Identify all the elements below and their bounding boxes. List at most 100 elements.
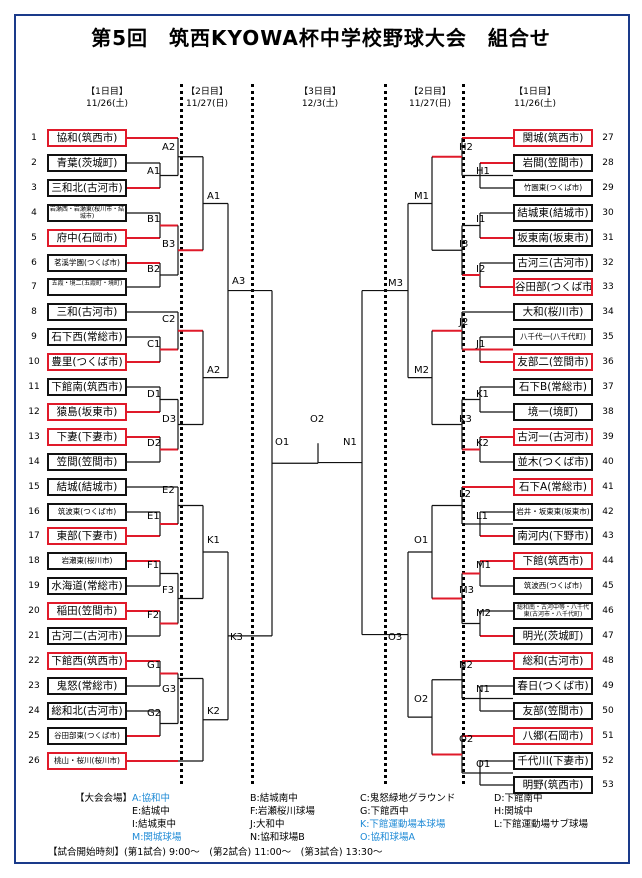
match-label: J2 [459, 317, 469, 328]
team-box: 下館西(筑西市) [47, 652, 127, 670]
seed-number: 14 [28, 457, 40, 467]
round-label: 【1日目】 [86, 87, 128, 97]
venue-entry: E:結城中 [132, 806, 170, 817]
match-label: C1 [147, 339, 161, 350]
match-label: B3 [162, 239, 176, 250]
team-box: 下館(筑西市) [513, 552, 593, 570]
team-box: 青葉(茨城町) [47, 154, 127, 172]
match-label: K1 [476, 389, 489, 400]
team-box: 稲田(笠間市) [47, 602, 127, 620]
seed-number: 53 [602, 780, 614, 790]
seed-number: 27 [602, 133, 614, 143]
match-label: F2 [147, 610, 160, 621]
team-box: 桃山・桜川(桜川市) [47, 752, 127, 770]
match-label: O1 [476, 759, 491, 770]
match-label: B2 [147, 264, 161, 275]
seed-number: 3 [31, 183, 37, 193]
team-box: 岩瀬東(桜川市) [47, 552, 127, 570]
venue-entry: I:結城東中 [132, 819, 177, 830]
seed-number: 28 [602, 158, 614, 168]
venue-entry: B:結城南中 [250, 793, 298, 804]
venue-entry: O:協和球場A [360, 832, 416, 843]
team-box: 岩間(笠間市) [513, 154, 593, 172]
team-box: 筑波東(つくば市) [47, 503, 127, 521]
match-label: G2 [147, 708, 162, 719]
match-label: I3 [459, 239, 469, 250]
match-label: O3 [388, 632, 403, 643]
round-label: 【2日目】 [186, 87, 228, 97]
team-box: 結城東(結城市) [513, 204, 593, 222]
team-box: 府中(石岡市) [47, 229, 127, 247]
match-label: D2 [147, 438, 162, 449]
match-label: H1 [476, 166, 490, 177]
team-box: 千代川(下妻市) [513, 752, 593, 770]
match-label: H2 [459, 142, 473, 153]
match-label: L1 [476, 511, 488, 522]
match-label: G3 [162, 684, 177, 695]
team-box: 総和南・古河中等・八千代東(古河市・八千代町) [513, 602, 593, 620]
match-label: O1 [275, 437, 290, 448]
round-header-left-day2: 【2日目】 11/27(日) [162, 86, 252, 110]
match-label: I1 [476, 214, 486, 225]
seed-number: 38 [602, 407, 614, 417]
seed-number: 32 [602, 258, 614, 268]
seed-number: 46 [602, 606, 614, 616]
seed-number: 6 [31, 258, 37, 268]
venue-entry: N:協和球場B [250, 832, 305, 843]
match-label: E2 [162, 485, 175, 496]
venue-entry: M:関城球場 [132, 832, 182, 843]
team-box: 猿島(坂東市) [47, 403, 127, 421]
team-box: 総和北(古河市) [47, 702, 127, 720]
round-header-right-day2: 【2日目】 11/27(日) [385, 86, 475, 110]
match-label: G1 [147, 660, 162, 671]
match-label: L2 [459, 489, 471, 500]
seed-number: 12 [28, 407, 40, 417]
team-box: 水海道(常総市) [47, 577, 127, 595]
seed-number: 8 [31, 307, 37, 317]
team-box: 並木(つくば市) [513, 453, 593, 471]
team-box: 協和(筑西市) [47, 129, 127, 147]
team-box: 鬼怒(常総市) [47, 677, 127, 695]
venue-entry: K:下館運動場本球場 [360, 819, 446, 830]
round-date: 11/26(土) [514, 99, 556, 109]
seed-number: 11 [28, 382, 40, 392]
seed-number: 25 [28, 731, 40, 741]
team-box: 結城(結城市) [47, 478, 127, 496]
day-separator [251, 84, 254, 784]
seed-number: 19 [28, 581, 40, 591]
page-title: 第5回 筑西KYOWA杯中学校野球大会 組合せ [91, 26, 551, 50]
match-label: K2 [207, 706, 220, 717]
seed-number: 52 [602, 756, 614, 766]
team-box: 境一(境町) [513, 403, 593, 421]
seed-number: 18 [28, 556, 40, 566]
seed-number: 30 [602, 208, 614, 218]
team-box: 大和(桜川市) [513, 303, 593, 321]
seed-number: 43 [602, 531, 614, 541]
match-label: O1 [414, 535, 429, 546]
match-label: K3 [459, 414, 472, 425]
seed-number: 33 [602, 282, 614, 292]
round-label: 【3日目】 [299, 87, 341, 97]
venue-entry: C:鬼怒緑地グラウンド [360, 793, 456, 804]
seed-number: 26 [28, 756, 40, 766]
match-label: M1 [476, 560, 491, 571]
team-box: 石下西(常総市) [47, 328, 127, 346]
venue-entry: F:岩瀬桜川球場 [250, 806, 315, 817]
team-box: 明光(茨城町) [513, 627, 593, 645]
seed-number: 40 [602, 457, 614, 467]
seed-number: 1 [31, 133, 37, 143]
seed-number: 5 [31, 233, 37, 243]
seed-number: 49 [602, 681, 614, 691]
day-separator [384, 84, 387, 784]
team-box: 古河一(古河市) [513, 428, 593, 446]
seed-number: 34 [602, 307, 614, 317]
match-label: K3 [230, 632, 243, 643]
match-label: A1 [147, 166, 161, 177]
match-label: N2 [459, 660, 473, 671]
venue-entry: J:大和中 [250, 819, 285, 830]
team-box: 明野(筑西市) [513, 776, 593, 794]
team-box: 筑波西(つくば市) [513, 577, 593, 595]
match-label: O2 [459, 734, 474, 745]
team-box: 谷田部(つくば市) [513, 278, 593, 296]
